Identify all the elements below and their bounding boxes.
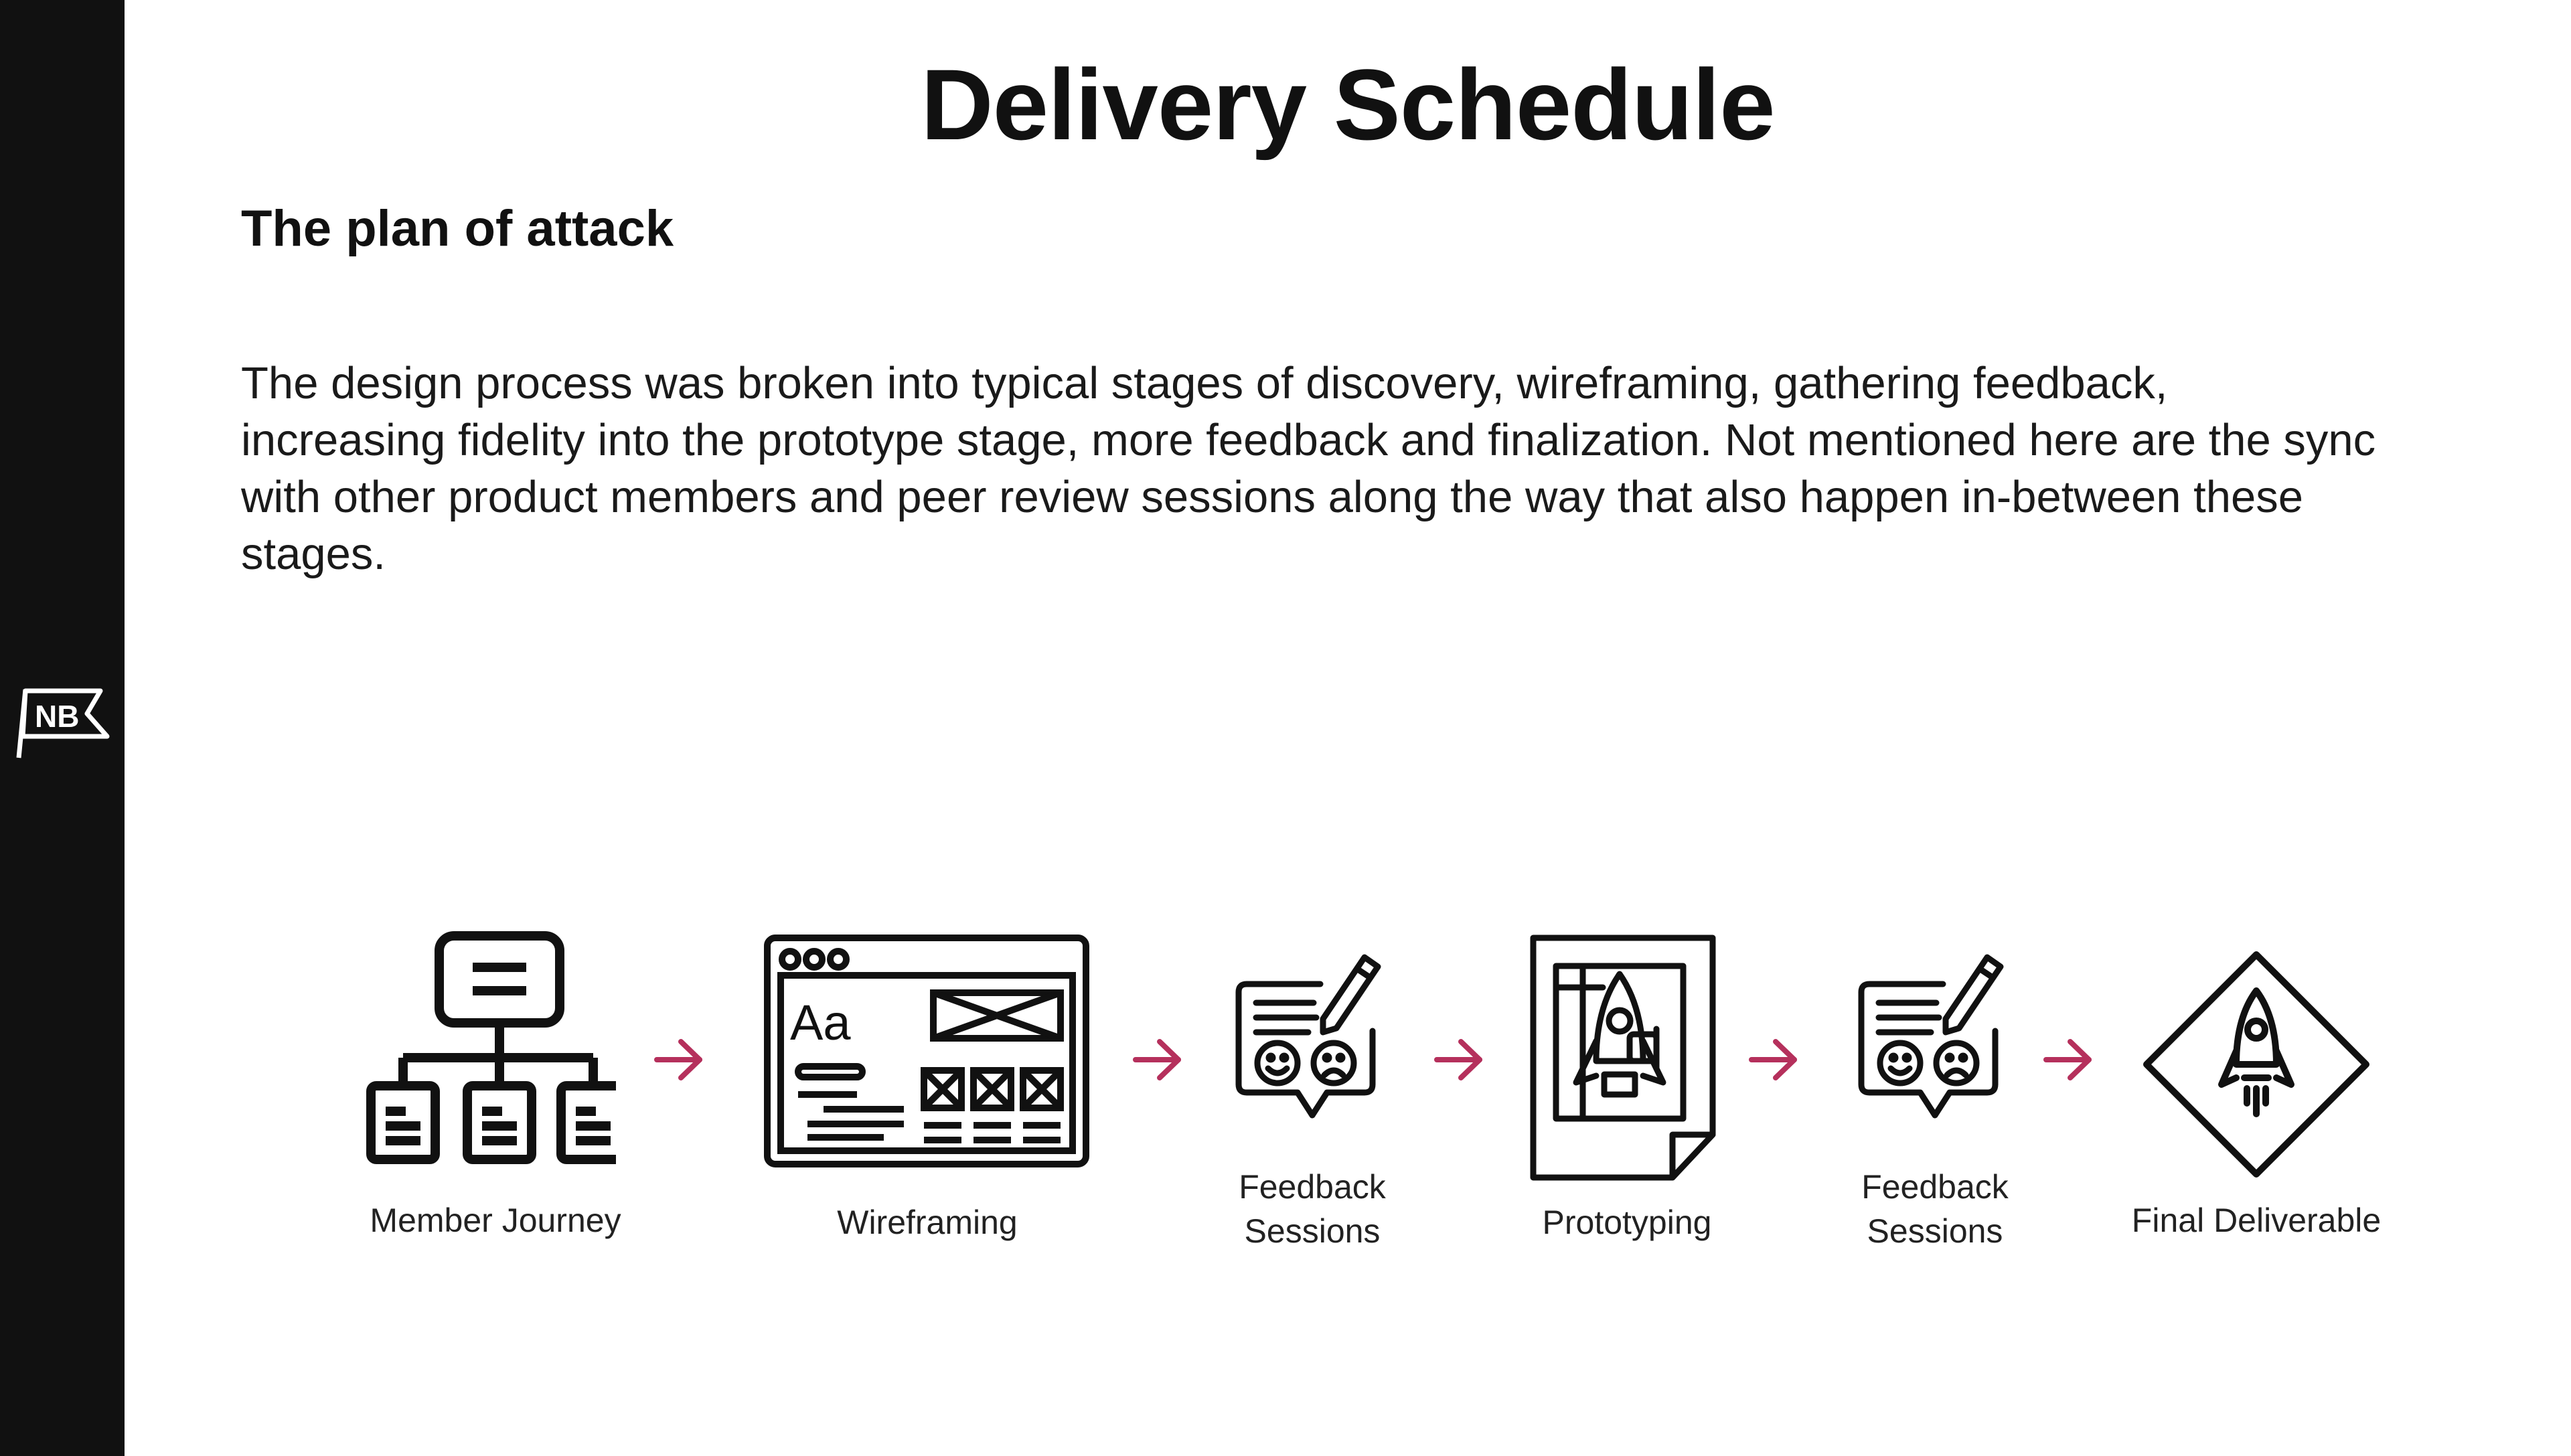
feedback-icon — [1235, 954, 1381, 1119]
body-paragraph: The design process was broken into typic… — [241, 358, 2376, 579]
page-title: Delivery Schedule — [921, 48, 1775, 161]
prototype-rocket-icon — [1530, 935, 1716, 1181]
stage-label: Final Deliverable — [2131, 1202, 2382, 1239]
stage-label: Feedback Sessions — [1861, 1168, 2009, 1250]
stage-wireframing: Aa Wireframing — [763, 934, 1098, 1269]
stage-feedback-sessions: Feedback Sessions — [1219, 951, 1406, 1272]
feedback-icon — [1858, 954, 2004, 1119]
rocket-diamond-icon — [2143, 951, 2369, 1178]
wireframe-icon: Aa — [764, 935, 1089, 1167]
stage-label: Prototyping — [1542, 1204, 1712, 1241]
sidebar: NB — [0, 0, 125, 1456]
svg-text:Aa: Aa — [790, 995, 851, 1050]
stage-feedback-sessions: Feedback Sessions — [1841, 951, 2029, 1272]
arrow-right-icon — [1433, 1036, 1486, 1083]
sitemap-icon — [366, 931, 616, 1164]
page-subtitle: The plan of attack — [241, 200, 674, 257]
arrow-right-icon — [1132, 1036, 1185, 1083]
arrow-right-icon — [2042, 1036, 2096, 1083]
stage-label: Feedback Sessions — [1239, 1168, 1386, 1250]
stage-label: Wireframing — [837, 1204, 1018, 1241]
arrow-right-icon — [653, 1036, 706, 1083]
stage-member-journey: Member Journey — [348, 931, 621, 1265]
nb-flag-logo-icon: NB — [13, 683, 114, 763]
stage-prototyping: Prototyping — [1520, 934, 1734, 1269]
stage-final-deliverable: Final Deliverable — [2116, 951, 2397, 1272]
stage-label: Member Journey — [370, 1202, 621, 1239]
arrow-right-icon — [1747, 1036, 1801, 1083]
svg-text:NB: NB — [35, 699, 79, 734]
